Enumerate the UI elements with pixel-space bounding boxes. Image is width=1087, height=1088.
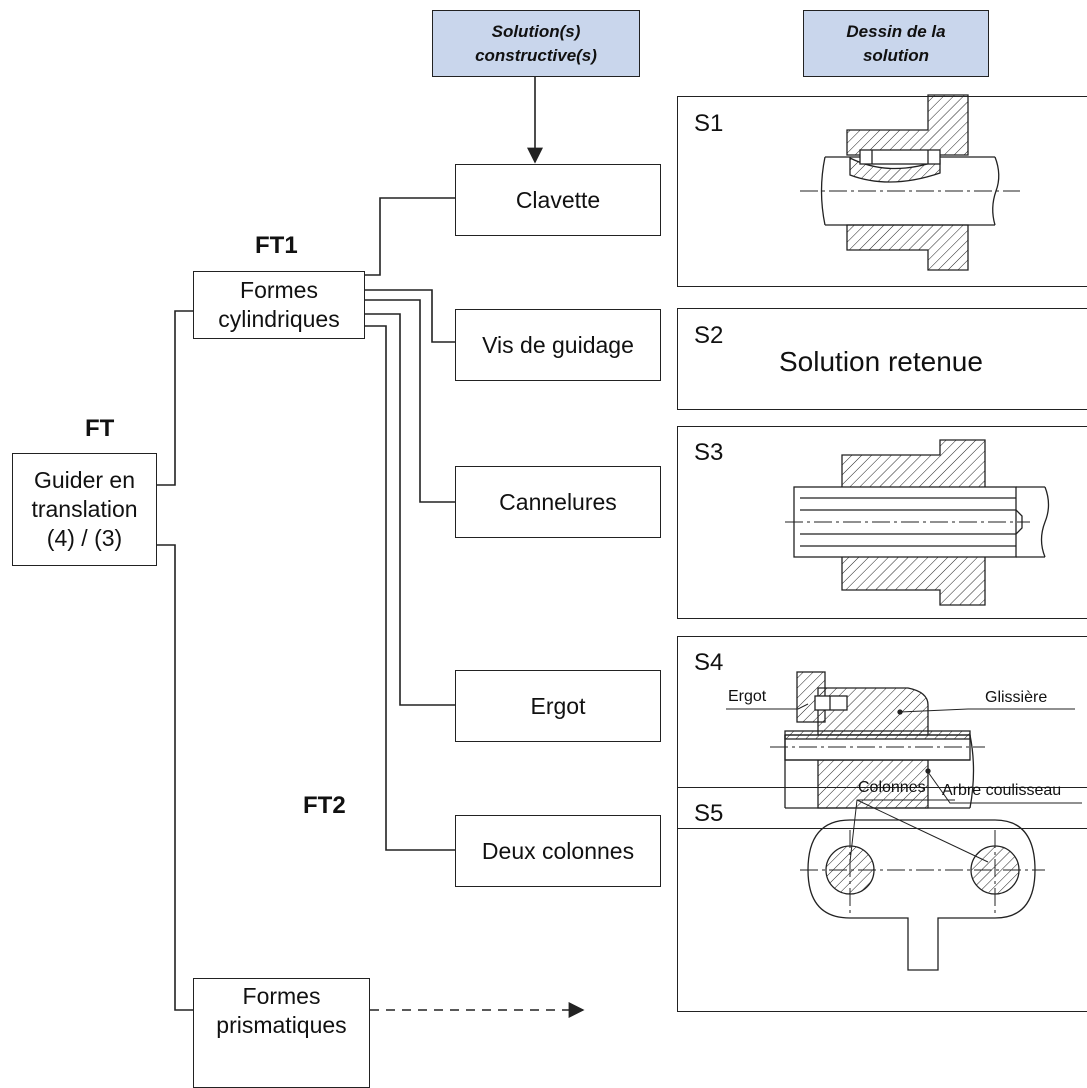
panel-label-s2: S2: [694, 322, 724, 349]
callout-ergot: Ergot: [728, 688, 767, 705]
callout-glissiere: Glissière: [985, 689, 1048, 706]
drawing-panel-s2: [677, 308, 1087, 410]
drawing-panel-s1: [677, 96, 1087, 287]
s5-drawing: [800, 799, 1045, 971]
drawing-panel-s3: [677, 426, 1087, 619]
drawing-panel-s4: [677, 636, 1087, 829]
s4-drawing: [726, 671, 1082, 809]
function-box-formes-cylindriques: Formes cylindriques: [193, 271, 365, 339]
s3-drawing: [785, 439, 1050, 606]
function-box-guider-en-translation: Guider en translation (4) / (3): [12, 453, 157, 566]
drawing-panel-s5: [677, 787, 1087, 1012]
solution-box-vis-de-guidage: Vis de guidage: [455, 309, 661, 381]
panel-label-s4: S4: [694, 649, 724, 676]
level-label-ft1: FT1: [255, 232, 298, 259]
function-box-formes-prismatiques: Formes prismatiques: [193, 978, 370, 1088]
solution-box-clavette: Clavette: [455, 164, 661, 236]
connector-lines: [157, 77, 543, 1011]
callout-arbre-coulisseau: Arbre coulisseau: [942, 782, 1062, 799]
panel-label-s3: S3: [694, 439, 724, 466]
solution-retenue-text: Solution retenue: [779, 346, 983, 377]
panel-label-s1: S1: [694, 110, 724, 137]
callout-colonnes: Colonnes: [858, 779, 926, 796]
panel-label-s5: S5: [694, 800, 724, 827]
s1-drawing: [800, 94, 1020, 271]
solution-box-ergot: Ergot: [455, 670, 661, 742]
solution-box-cannelures: Cannelures: [455, 466, 661, 538]
header-solutions-constructives: Solution(s) constructive(s): [432, 10, 640, 77]
header-dessin-solution: Dessin de la solution: [803, 10, 989, 77]
level-label-ft: FT: [85, 415, 115, 442]
solution-box-deux-colonnes: Deux colonnes: [455, 815, 661, 887]
level-label-ft2: FT2: [303, 792, 346, 819]
